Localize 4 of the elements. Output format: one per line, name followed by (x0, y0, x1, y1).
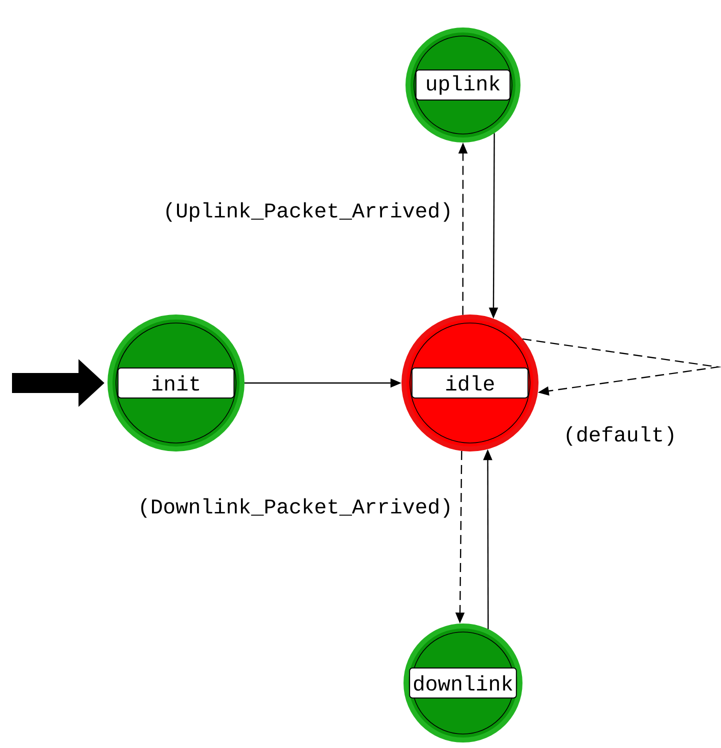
edge-label: (default) (561, 424, 679, 448)
edge-label: (Downlink_Packet_Arrived) (136, 496, 455, 520)
edge-label: (Uplink_Packet_Arrived) (160, 200, 455, 224)
transition-arrow (522, 338, 721, 396)
